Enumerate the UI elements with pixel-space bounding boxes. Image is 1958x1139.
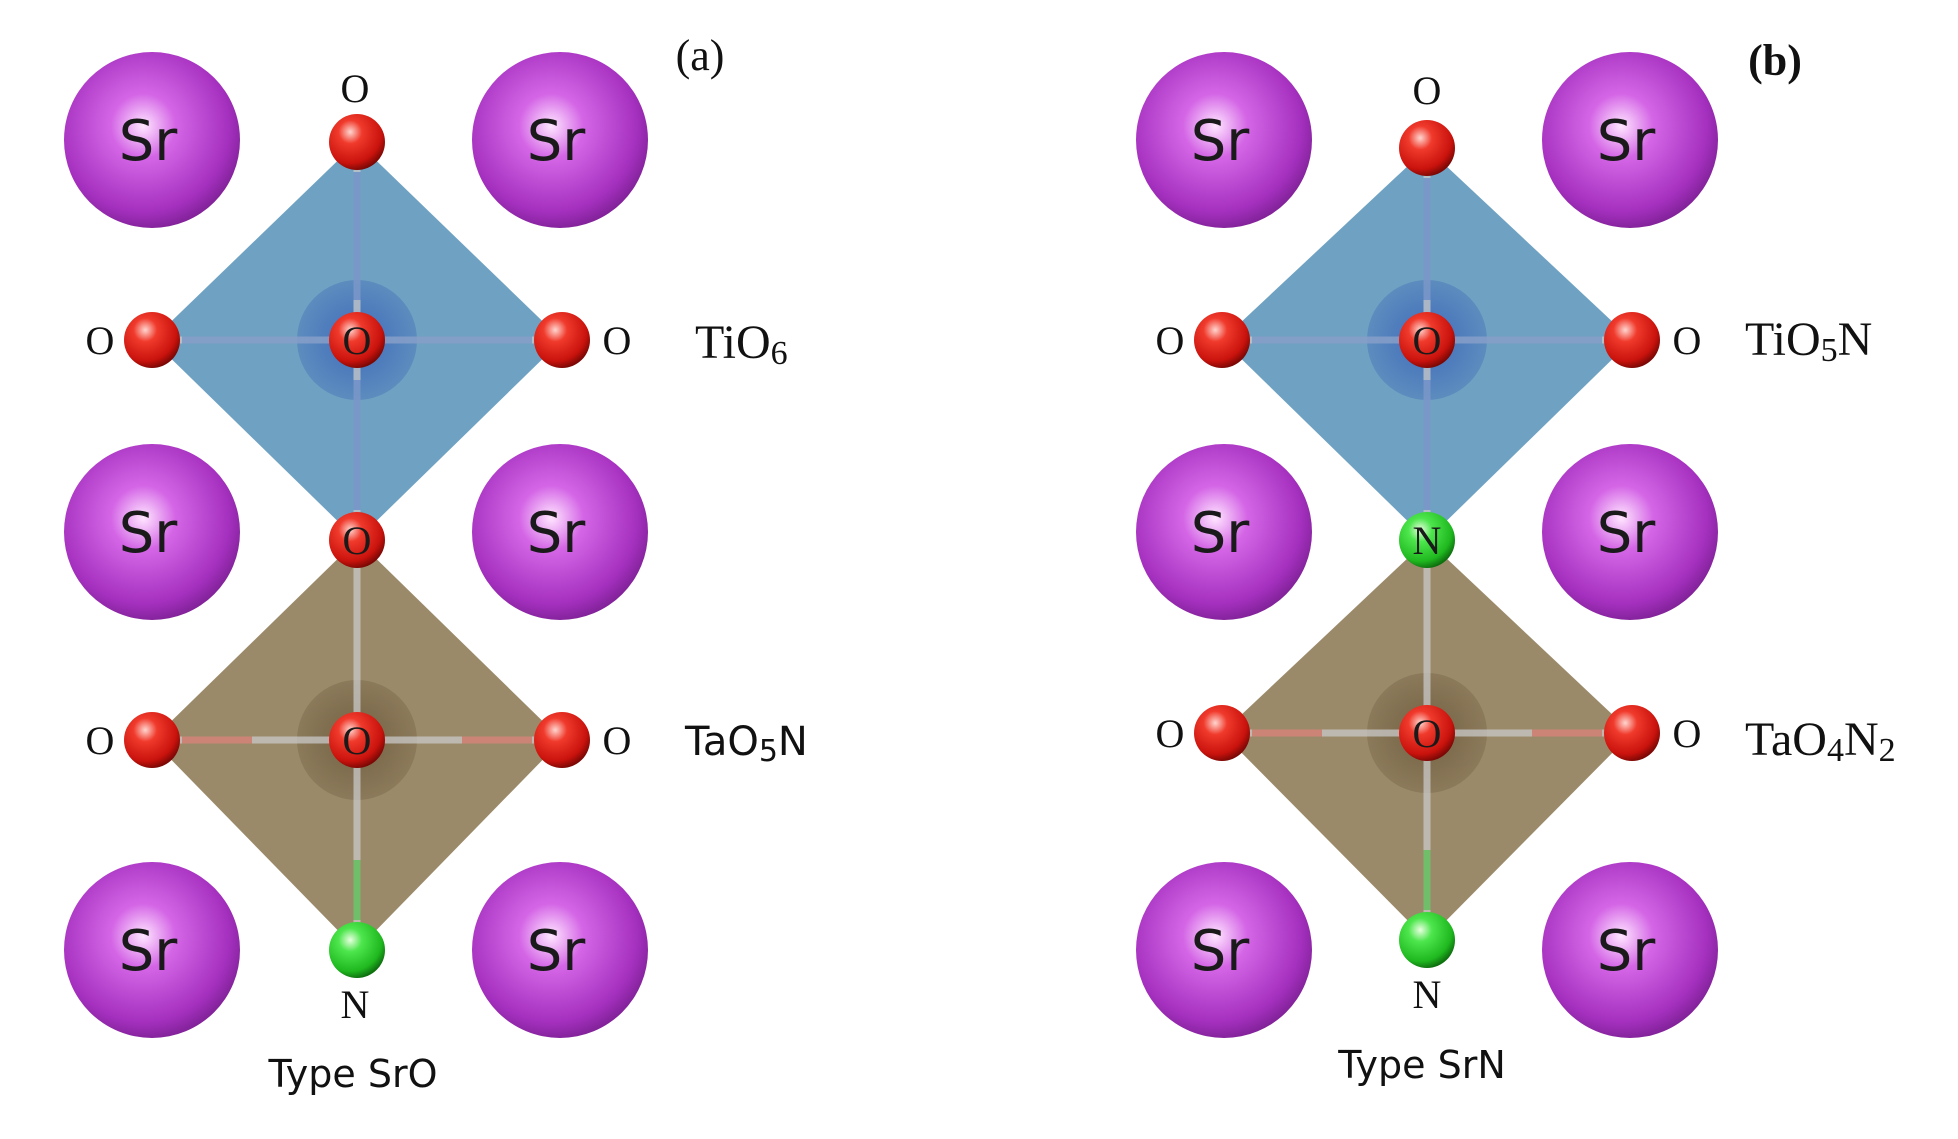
oxygen-atom-center-label: O (1413, 711, 1442, 756)
oxygen-atom-left-label: O (1156, 711, 1185, 756)
strontium-label: Sr (1597, 109, 1657, 174)
strontium-label: Sr (1597, 501, 1657, 566)
oxygen-atom-left-label: O (86, 318, 115, 363)
oxygen-atom-junction (329, 512, 385, 568)
nitrogen-atom-bottom (1399, 912, 1455, 968)
nitrogen-atom-bottom-label: N (341, 982, 370, 1027)
strontium-atom (64, 444, 240, 620)
oxygen-atom-left (1194, 705, 1250, 761)
oxygen-atom-left-label: O (1156, 318, 1185, 363)
oxygen-atom-junction-label: O (343, 518, 372, 563)
nitrogen-atom-junction (1399, 512, 1455, 568)
oxygen-atom-center-label: O (343, 718, 372, 763)
nitrogen-atom-bottom-label: N (1413, 972, 1442, 1017)
lower-formula-label: TaO4N2 (1745, 713, 1896, 769)
oxygen-atom-left-label: O (86, 718, 115, 763)
oxygen-atom-left (1194, 312, 1250, 368)
panel-caption: Type SrO (267, 1052, 437, 1096)
oxygen-atom-right (534, 312, 590, 368)
oxygen-atom-top (329, 114, 385, 170)
strontium-atom (1542, 862, 1718, 1038)
oxygen-atom-center-label: O (343, 318, 372, 363)
nitrogen-atom-bottom (329, 922, 385, 978)
upper-formula-label: TiO5N (1745, 313, 1872, 369)
strontium-atom (1542, 52, 1718, 228)
oxygen-atom-top-label: O (341, 66, 370, 111)
strontium-label: Sr (527, 501, 587, 566)
strontium-atom (1136, 52, 1312, 228)
strontium-atom (472, 52, 648, 228)
oxygen-atom-right (1604, 705, 1660, 761)
oxygen-atom-right-label: O (603, 718, 632, 763)
strontium-label: Sr (1191, 109, 1251, 174)
oxygen-atom-right-label: O (603, 318, 632, 363)
oxygen-atom-left (124, 312, 180, 368)
strontium-label: Sr (527, 109, 587, 174)
strontium-label: Sr (119, 109, 179, 174)
strontium-label: Sr (119, 919, 179, 984)
oxygen-atom-right-label: O (1673, 711, 1702, 756)
oxygen-atom-center (329, 312, 385, 368)
strontium-label: Sr (119, 501, 179, 566)
strontium-atom (64, 862, 240, 1038)
lower-formula-label: TaO5N (684, 719, 808, 769)
oxygen-atom-right (534, 712, 590, 768)
upper-formula-label: TiO6 (695, 316, 788, 372)
strontium-atom (1542, 444, 1718, 620)
strontium-atom (1136, 862, 1312, 1038)
strontium-label: Sr (1191, 919, 1251, 984)
oxygen-atom-center-label: O (1413, 318, 1442, 363)
oxygen-atom-center (329, 712, 385, 768)
strontium-atom (64, 52, 240, 228)
oxygen-atom-top (1399, 120, 1455, 176)
strontium-atom (472, 862, 648, 1038)
panel-caption: Type SrN (1337, 1043, 1506, 1087)
nitrogen-atom-junction-label: N (1413, 518, 1442, 563)
strontium-label: Sr (1191, 501, 1251, 566)
oxygen-atom-right-label: O (1673, 318, 1702, 363)
oxygen-atom-right (1604, 312, 1660, 368)
strontium-label: Sr (1597, 919, 1657, 984)
strontium-atom (472, 444, 648, 620)
oxygen-atom-center (1399, 705, 1455, 761)
oxygen-atom-center (1399, 312, 1455, 368)
oxygen-atom-left (124, 712, 180, 768)
panel-label: (b) (1748, 36, 1802, 85)
oxygen-atom-top-label: O (1413, 68, 1442, 113)
strontium-label: Sr (527, 919, 587, 984)
strontium-atom (1136, 444, 1312, 620)
panel-label: (a) (676, 31, 725, 80)
